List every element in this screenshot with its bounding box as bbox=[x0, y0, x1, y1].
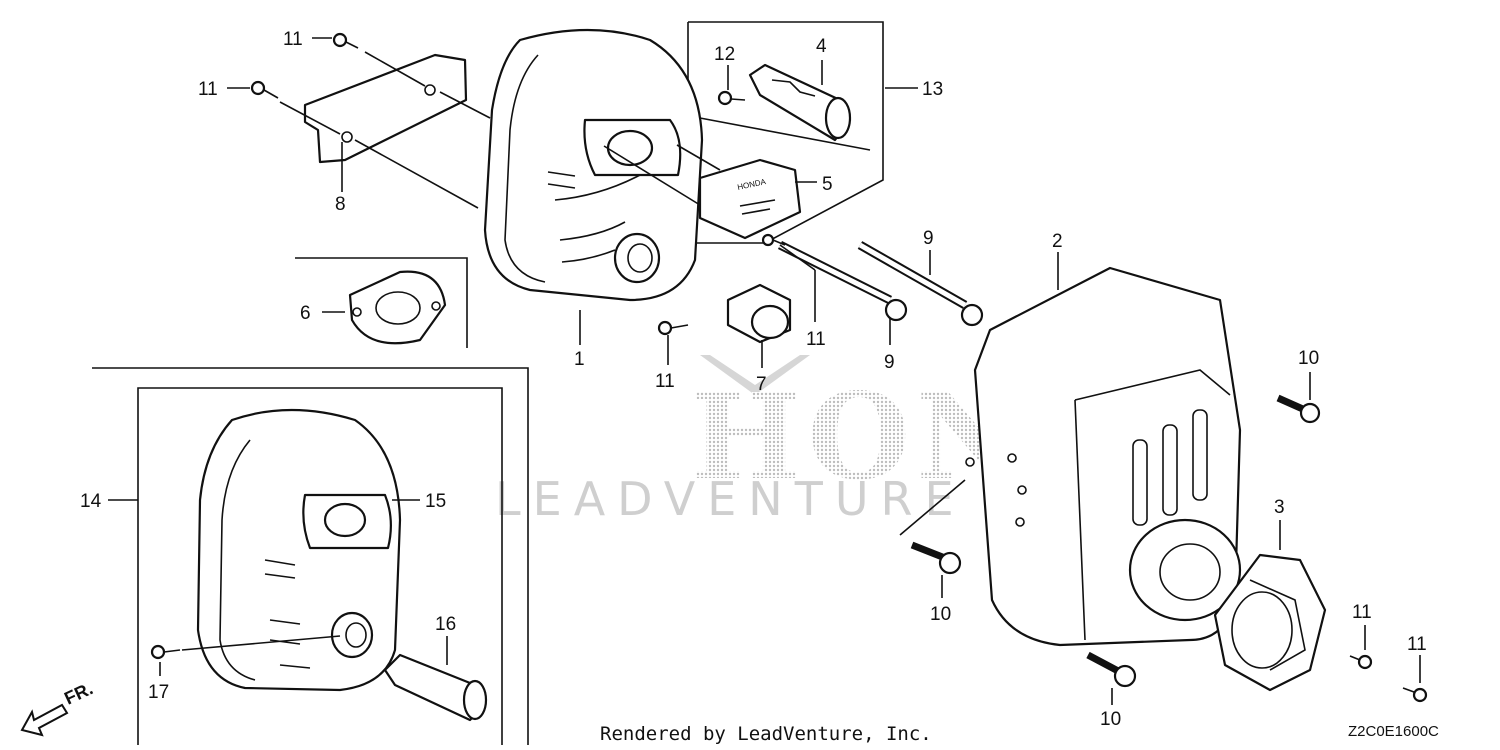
callout-10-c: 10 bbox=[1100, 709, 1121, 730]
screw-11-d bbox=[657, 320, 689, 336]
callout-8: 8 bbox=[335, 194, 346, 215]
group-box-14 bbox=[137, 387, 503, 745]
callout-11-c: 11 bbox=[806, 329, 826, 350]
group-box-6 bbox=[295, 257, 468, 348]
callout-17: 17 bbox=[148, 682, 169, 703]
callout-5: 5 bbox=[822, 174, 833, 195]
bolt-10-c bbox=[1086, 651, 1137, 688]
muffler-1 bbox=[483, 28, 704, 302]
front-direction-indicator: FR. bbox=[20, 678, 96, 737]
front-label: FR. bbox=[61, 678, 96, 708]
callout-10-b: 10 bbox=[930, 604, 951, 625]
spark-arrester-4 bbox=[748, 63, 852, 142]
callout-7: 7 bbox=[756, 374, 767, 395]
callout-11-a: 11 bbox=[283, 29, 303, 50]
screw-11-b bbox=[250, 80, 279, 99]
diagram-code: Z2C0E1600C bbox=[1348, 723, 1439, 740]
callout-16: 16 bbox=[435, 614, 456, 635]
cover-plate-5: HONDA bbox=[698, 158, 802, 240]
callout-9-b: 9 bbox=[884, 352, 895, 373]
group-box-14-outer bbox=[92, 367, 529, 745]
group-box-13-line bbox=[699, 117, 871, 151]
watermark-wing-logo bbox=[700, 355, 810, 395]
bolt-9-b bbox=[857, 241, 984, 327]
callout-15: 15 bbox=[425, 491, 446, 512]
muffler-15 bbox=[196, 408, 402, 692]
bolt-9-a bbox=[777, 240, 908, 322]
spark-arrester-16 bbox=[383, 653, 488, 722]
callout-1: 1 bbox=[574, 349, 585, 370]
callout-4: 4 bbox=[816, 36, 827, 57]
deflector-3 bbox=[1213, 553, 1327, 692]
callout-13: 13 bbox=[922, 79, 943, 100]
screw-11-f bbox=[1402, 687, 1428, 703]
callout-10-a: 10 bbox=[1298, 348, 1319, 369]
screw-11-e bbox=[1349, 654, 1373, 670]
screw-11-c bbox=[761, 233, 786, 247]
callout-9-a: 9 bbox=[923, 228, 934, 249]
leader-lines bbox=[108, 37, 1421, 705]
watermark-sub: LEADVENTURE bbox=[495, 472, 966, 526]
callout-11-d: 11 bbox=[655, 371, 675, 392]
callout-11-e: 11 bbox=[1352, 602, 1372, 623]
callout-14: 14 bbox=[80, 491, 102, 512]
protector-2 bbox=[965, 266, 1242, 647]
callout-12: 12 bbox=[714, 44, 735, 65]
bolt-10-b bbox=[910, 541, 962, 575]
screw-17 bbox=[150, 644, 181, 660]
gasket-6 bbox=[348, 270, 447, 345]
callout-6: 6 bbox=[300, 303, 311, 324]
screw-11-a bbox=[332, 32, 359, 49]
screw-12 bbox=[717, 90, 746, 106]
arrow-icon bbox=[20, 703, 69, 737]
bolt-10-a bbox=[1276, 394, 1321, 424]
callout-2: 2 bbox=[1052, 231, 1063, 252]
callout-3: 3 bbox=[1274, 497, 1285, 518]
callout-11-b: 11 bbox=[198, 79, 218, 100]
rendered-by-text: Rendered by LeadVenture, Inc. bbox=[600, 723, 932, 745]
bracket-8 bbox=[303, 53, 468, 164]
part-7 bbox=[726, 283, 792, 344]
callout-11-f: 11 bbox=[1407, 634, 1427, 655]
